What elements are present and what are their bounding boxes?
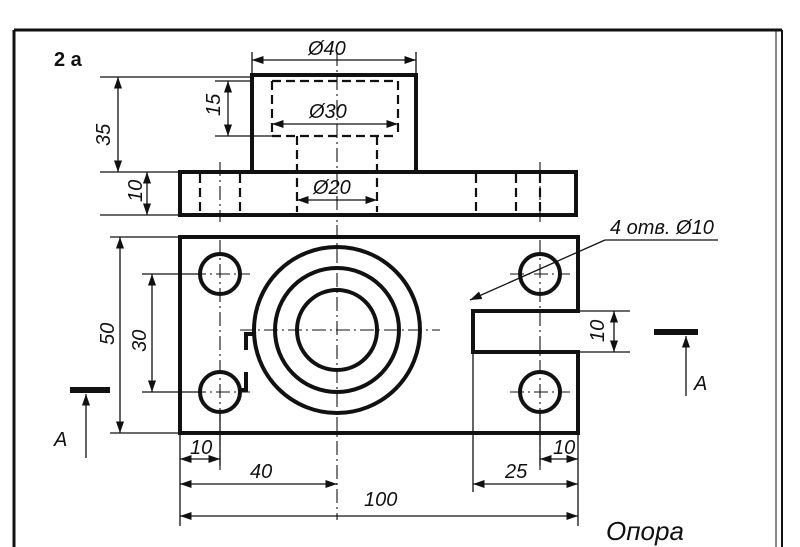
dim-width-50: 50 [97,323,119,345]
drawing-title: Опора [606,516,684,546]
dim-width-30: 30 [129,330,151,352]
front-view: Ø40 Ø30 Ø20 15 35 10 [93,38,578,222]
section-mark-right: А [654,329,707,396]
sheet-label: 2 а [54,49,83,71]
dim-length-40: 40 [250,461,272,483]
section-mark-left: А [53,387,110,458]
dim-height-35: 35 [93,123,115,146]
dim-length-25: 25 [504,461,528,483]
dim-height-10: 10 [125,180,147,202]
dim-diameter-40: Ø40 [307,38,346,60]
section-letter-right: А [693,373,707,395]
dim-diameter-20: Ø20 [312,177,351,199]
section-letter-left: А [53,429,67,451]
dim-offset-10-left: 10 [190,437,212,459]
dim-slot-10: 10 [587,320,609,342]
dim-offset-10-right: 10 [553,437,575,459]
dim-length-100: 100 [364,489,397,511]
dim-diameter-30: Ø30 [308,101,347,123]
plan-view: 50 30 10 4 отв. Ø10 10 40 25 10 [97,217,718,526]
sheet-frame [12,28,783,547]
holes-note: 4 отв. Ø10 [610,217,714,239]
dim-depth-15: 15 [203,93,225,116]
